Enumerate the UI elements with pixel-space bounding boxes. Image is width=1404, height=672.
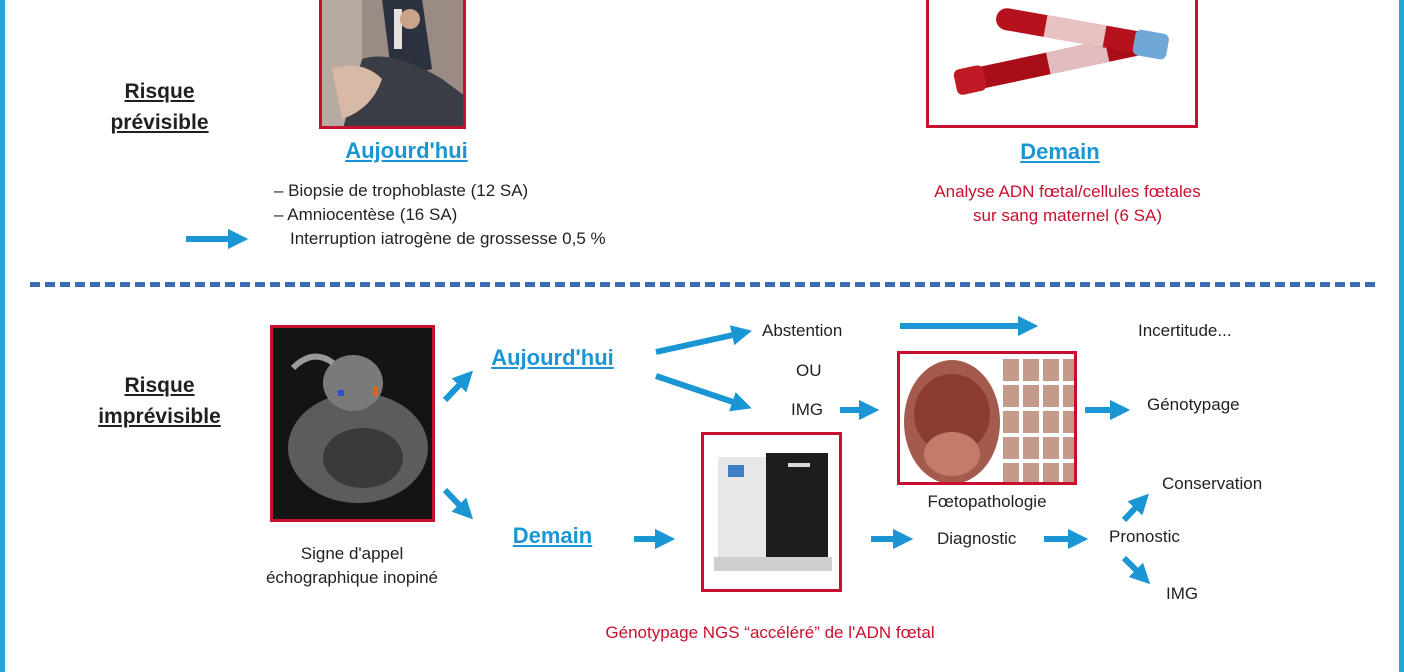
top-tomorrow-label[interactable]: Demain <box>1020 139 1100 164</box>
tomorrow-text-line1: Analyse ADN fœtal/cellules fœtales <box>934 182 1201 201</box>
arrow-pronostic-to-conservation <box>1121 493 1150 523</box>
foetopathology-photo <box>897 351 1077 485</box>
ultrasound-caption-line2: échographique inopiné <box>265 568 439 587</box>
incertitude-label: Incertitude... <box>1138 321 1232 340</box>
genotypage-label: Génotypage <box>1147 395 1240 414</box>
top-today-label[interactable]: Aujourd'hui <box>345 138 468 163</box>
ultrasound-caption-line1: Signe d'appel <box>300 544 404 563</box>
risk-label-line1: Risque <box>124 80 195 103</box>
ultrasound-caption: Signe d'appel échographique inopiné <box>262 542 442 590</box>
risk-label-foreseeable: Risque prévisible <box>92 76 227 138</box>
img-label-bottom: IMG <box>1166 584 1199 603</box>
amniocentesis-photo <box>319 0 466 129</box>
risk-label-line1: Risque <box>124 374 195 397</box>
ngs-caption: Génotypage NGS “accéléré” de l'ADN fœtal <box>605 623 935 642</box>
foetopathology-illustration <box>900 354 1074 482</box>
procedure-item: – Biopsie de trophoblaste (12 SA) <box>274 181 529 200</box>
ngs-sequencer-photo <box>701 432 842 592</box>
ngs-sequencer-illustration <box>704 435 839 589</box>
risk-label-line2: imprévisible <box>98 405 221 428</box>
risk-label-line2: prévisible <box>110 111 209 134</box>
tomorrow-text-line2: sur sang maternel (6 SA) <box>973 206 1162 225</box>
tomorrow-analysis-text: Analyse ADN fœtal/cellules fœtales sur s… <box>895 180 1240 228</box>
arrow-to-tomorrow <box>442 487 474 520</box>
foetopathology-label: Fœtopathologie <box>927 492 1047 511</box>
bottom-today-label[interactable]: Aujourd'hui <box>491 345 614 370</box>
conservation-label: Conservation <box>1162 474 1263 493</box>
arrow-to-abstention <box>655 325 752 355</box>
today-procedures-list: – Biopsie de trophoblaste (12 SA) – Amni… <box>274 179 694 251</box>
section-divider <box>30 282 1375 287</box>
amniocentesis-illustration <box>322 0 463 126</box>
img-label-top: IMG <box>791 400 824 419</box>
arrow-to-today <box>442 370 474 403</box>
diagnostic-label: Diagnostic <box>937 529 1017 548</box>
blood-tubes-illustration <box>929 0 1195 125</box>
bottom-tomorrow-label[interactable]: Demain <box>512 523 593 548</box>
procedure-item: Interruption iatrogène de grossesse 0,5 … <box>290 229 606 248</box>
procedure-item: – Amniocentèse (16 SA) <box>274 205 458 224</box>
risk-label-unforeseeable: Risque imprévisible <box>82 370 237 432</box>
arrow-pronostic-to-img <box>1121 555 1151 585</box>
ou-label: OU <box>796 361 822 380</box>
ultrasound-image <box>270 325 435 522</box>
ultrasound-illustration <box>273 328 432 519</box>
arrow-to-img-top <box>655 373 752 412</box>
pronostic-label: Pronostic <box>1109 527 1180 546</box>
abstention-label: Abstention <box>762 321 843 340</box>
blood-tubes-photo <box>926 0 1198 128</box>
